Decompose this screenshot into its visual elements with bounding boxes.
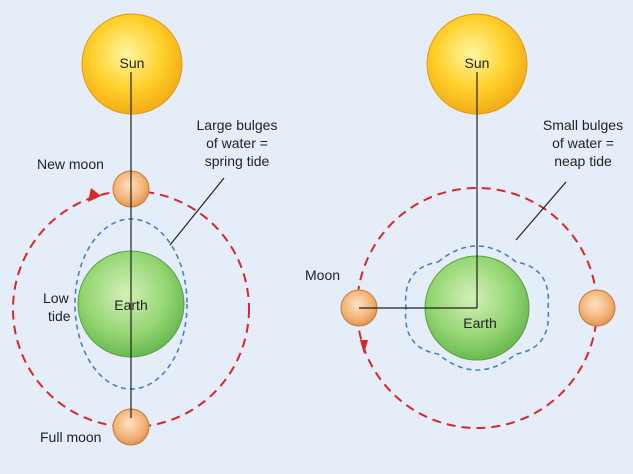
earth-label-left: Earth	[114, 297, 147, 313]
sun-left	[81, 13, 183, 115]
moon-body-right-side	[578, 289, 616, 327]
full-moon-label: Full moon	[40, 429, 101, 445]
new-moon-label: New moon	[37, 156, 104, 172]
low-tide-label-line2: tide	[48, 308, 71, 324]
neap-caption-line1: Small bulges	[543, 117, 623, 133]
orbit-direction-arrow-left	[88, 188, 101, 202]
neap-caption-line2: of water =	[552, 135, 614, 151]
spring-caption-line1: Large bulges	[197, 117, 278, 133]
caption-pointer-left	[169, 177, 225, 246]
spring-caption-line2: of water =	[206, 135, 268, 151]
sun-label-right: Sun	[465, 55, 490, 71]
caption-pointer-right	[515, 181, 567, 241]
spring-caption-line3: spring tide	[205, 153, 270, 169]
low-tide-label-line1: Low	[43, 290, 70, 306]
left-panel-spring-tide: Sun Earth New moon Full moon Low tide La…	[12, 13, 278, 446]
moon-label-right: Moon	[305, 267, 340, 283]
sun-label-left: Sun	[120, 55, 145, 71]
neap-caption-line3: neap tide	[554, 153, 612, 169]
earth-label-right: Earth	[463, 315, 496, 331]
right-panel-neap-tide: Sun Earth Moon Small bulges of water = n…	[305, 13, 623, 429]
orbit-direction-arrow-right	[360, 340, 368, 354]
